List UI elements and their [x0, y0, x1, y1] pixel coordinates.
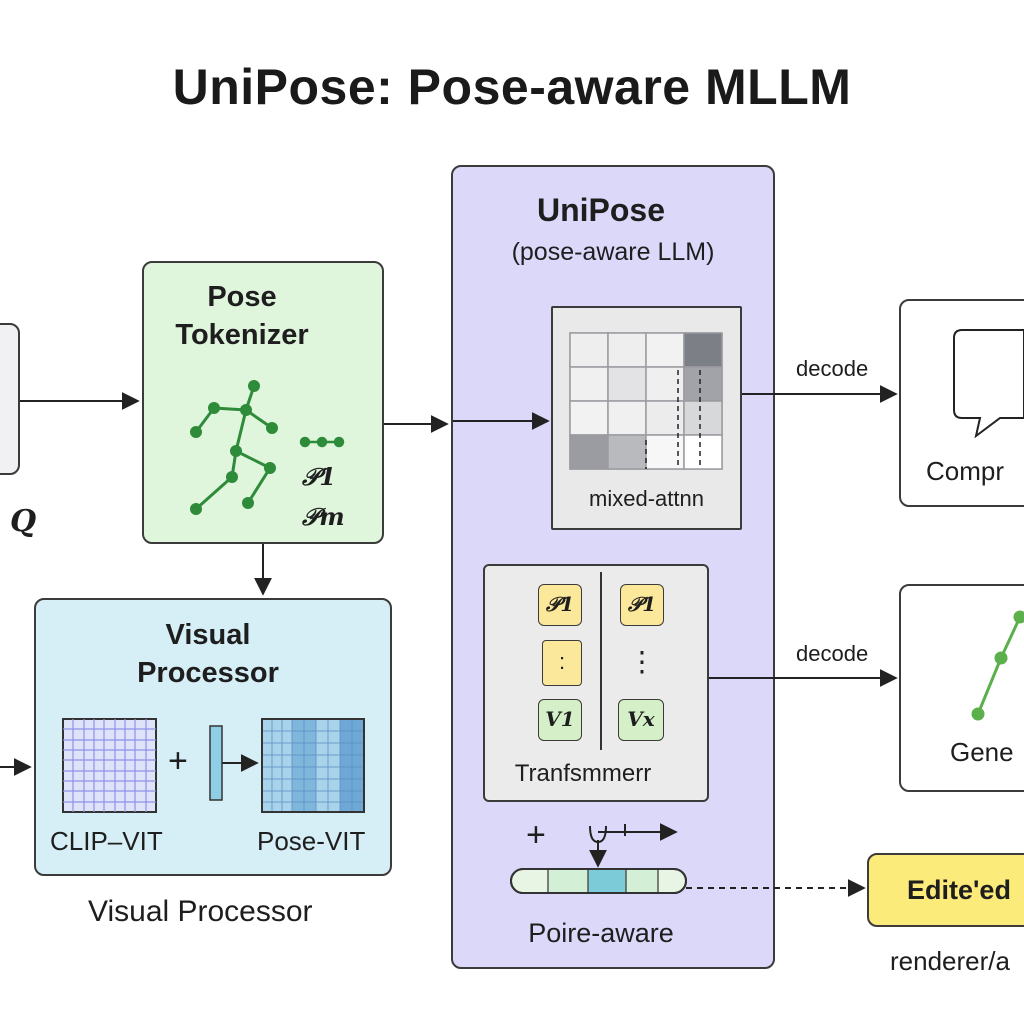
feature-bar-icon: [209, 725, 223, 801]
comprehension-label: Compr: [926, 456, 1005, 486]
attention-grid: [569, 332, 723, 470]
pose-vit-grid-icon: [261, 718, 365, 813]
edited-output-box: [867, 853, 1024, 927]
attention-cell-11: [683, 400, 723, 436]
pose-tokenizer-heading-line1: Pose: [207, 281, 277, 313]
clip-vit-label: CLIP–VIT: [50, 826, 163, 856]
clip-vit-grid-icon: [62, 718, 157, 813]
attention-cell-4: [569, 366, 609, 402]
attention-cell-1: [607, 332, 647, 368]
transformer-label: Tranfsmmerr: [514, 760, 652, 787]
input-label: Q: [10, 504, 37, 539]
merge-hook: [589, 825, 607, 844]
renderer-label: renderer/a: [890, 946, 1010, 976]
pose-vit-label: Pose-VIT: [257, 826, 366, 856]
attention-cell-0: [569, 332, 609, 368]
unipose-caption: Poire-aware: [528, 918, 674, 948]
input-box: [0, 323, 20, 475]
transformer-token-right-3: Vx: [618, 699, 664, 741]
attention-dashed-lines: [645, 370, 701, 469]
token-chain-icon: [299, 436, 345, 448]
transformer-token-left-2: :: [542, 640, 582, 686]
visual-processor-heading-line1: Visual: [165, 619, 251, 651]
pose-tokenizer-box: [142, 261, 384, 544]
unipose-plus-sign: +: [526, 816, 546, 854]
pose-aware-embedding-strip: [510, 868, 687, 894]
transformer-token-right-1: 𝒫1: [620, 584, 664, 626]
pose-token-last: 𝒫m: [302, 502, 345, 531]
attention-cell-15: [683, 434, 723, 470]
transformer-panel: [483, 564, 709, 802]
unipose-heading: UniPose: [536, 192, 666, 228]
attention-cell-13: [607, 434, 647, 470]
generation-label: Gene: [950, 737, 1014, 767]
visual-processor-caption: Visual Processor: [88, 895, 313, 928]
attention-label: mixed-attnn: [589, 486, 704, 511]
attention-cell-8: [569, 400, 609, 436]
visual-processor-heading-line2: Processor: [137, 657, 279, 689]
attention-cell-9: [607, 400, 647, 436]
pose-tokenizer-heading: Pose Tokenizer: [142, 278, 342, 354]
unipose-subheading: (pose-aware LLM): [511, 238, 715, 266]
generation-output-box: [899, 584, 1024, 792]
attention-cell-5: [607, 366, 647, 402]
attention-cell-3: [683, 332, 723, 368]
decode-label-top: decode: [796, 356, 869, 381]
decode-label-mid: decode: [796, 641, 869, 666]
visual-plus-sign: +: [168, 742, 188, 780]
page-title: UniPose: Pose-aware MLLM: [172, 59, 852, 115]
edited-label: Edite'ed: [907, 875, 1011, 905]
attention-cell-14: [645, 434, 685, 470]
transformer-token-left-1: 𝒫1: [538, 584, 582, 626]
transformer-token-left-3: V1: [538, 699, 582, 741]
speech-bubble-icon: [953, 329, 1024, 439]
pose-tokenizer-heading-line2: Tokenizer: [175, 319, 309, 351]
attention-cell-7: [683, 366, 723, 402]
attention-cell-2: [645, 332, 685, 368]
attention-cell-12: [569, 434, 609, 470]
transformer-token-right-2: ⋮: [628, 646, 656, 677]
visual-processor-heading: Visual Processor: [108, 616, 308, 692]
pose-skeleton-icon: [190, 380, 278, 515]
pose-token-first: 𝒫1: [302, 462, 337, 491]
generated-pose-icon: [971, 610, 1024, 721]
